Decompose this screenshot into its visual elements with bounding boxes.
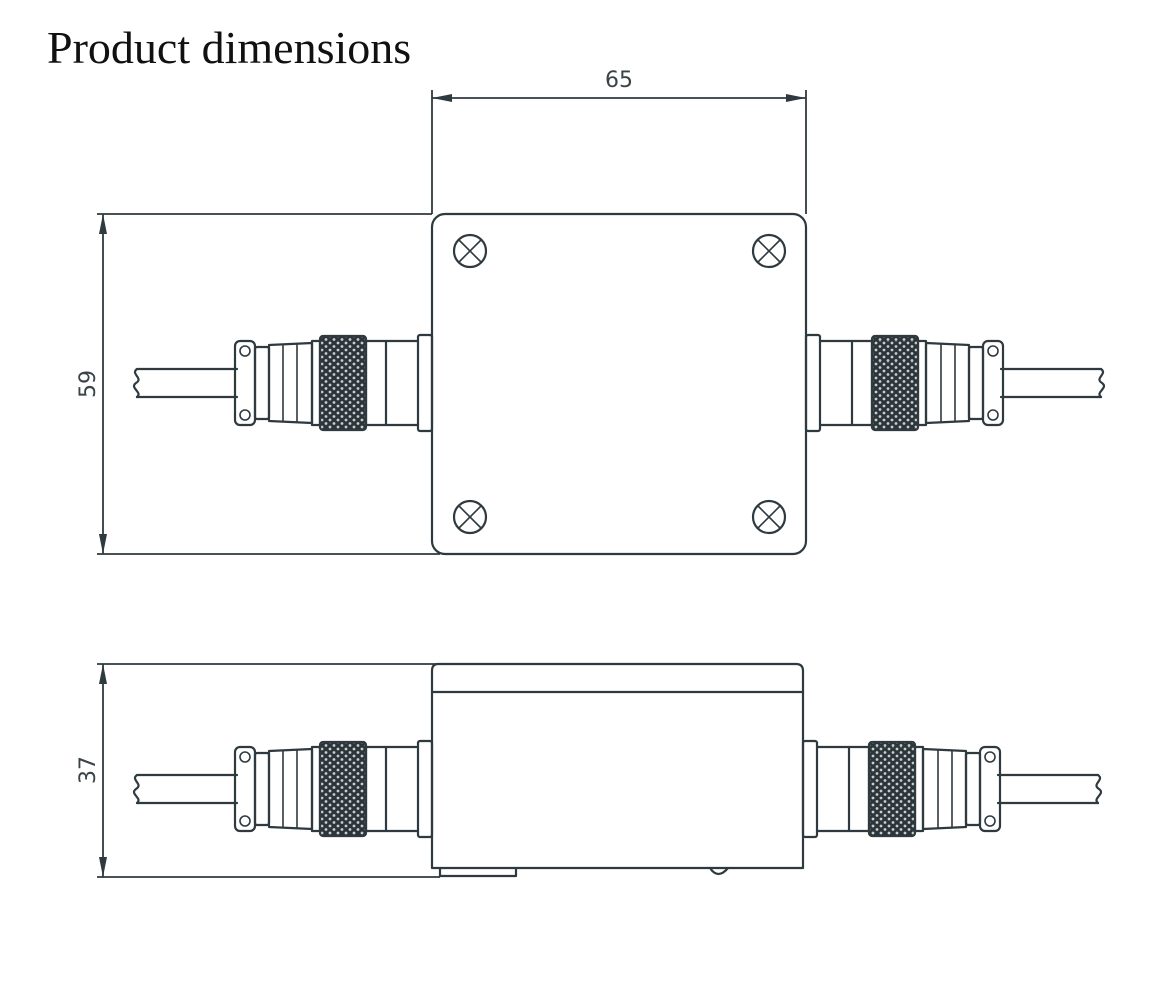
screw-icon bbox=[751, 499, 787, 535]
screw-icon bbox=[452, 233, 488, 269]
left-connector bbox=[132, 739, 434, 839]
width-dimension: 65 bbox=[431, 68, 807, 214]
right-connector bbox=[801, 739, 1103, 839]
screw-icon bbox=[452, 499, 488, 535]
housing-side bbox=[430, 662, 805, 870]
housing-top bbox=[430, 212, 808, 556]
screw-icon bbox=[751, 233, 787, 269]
height-label: 59 bbox=[76, 370, 101, 398]
foot-left bbox=[438, 866, 518, 878]
depth-dimension: 37 bbox=[76, 663, 440, 878]
foot-right bbox=[708, 866, 730, 876]
depth-label: 37 bbox=[76, 756, 101, 784]
top-view: 65 59 bbox=[76, 68, 1106, 556]
left-connector bbox=[132, 333, 434, 433]
width-label: 65 bbox=[605, 68, 633, 93]
height-dimension: 59 bbox=[76, 213, 440, 555]
side-view: 37 bbox=[76, 662, 1103, 878]
page-title: Product dimensions bbox=[47, 22, 412, 73]
right-connector bbox=[804, 333, 1106, 433]
